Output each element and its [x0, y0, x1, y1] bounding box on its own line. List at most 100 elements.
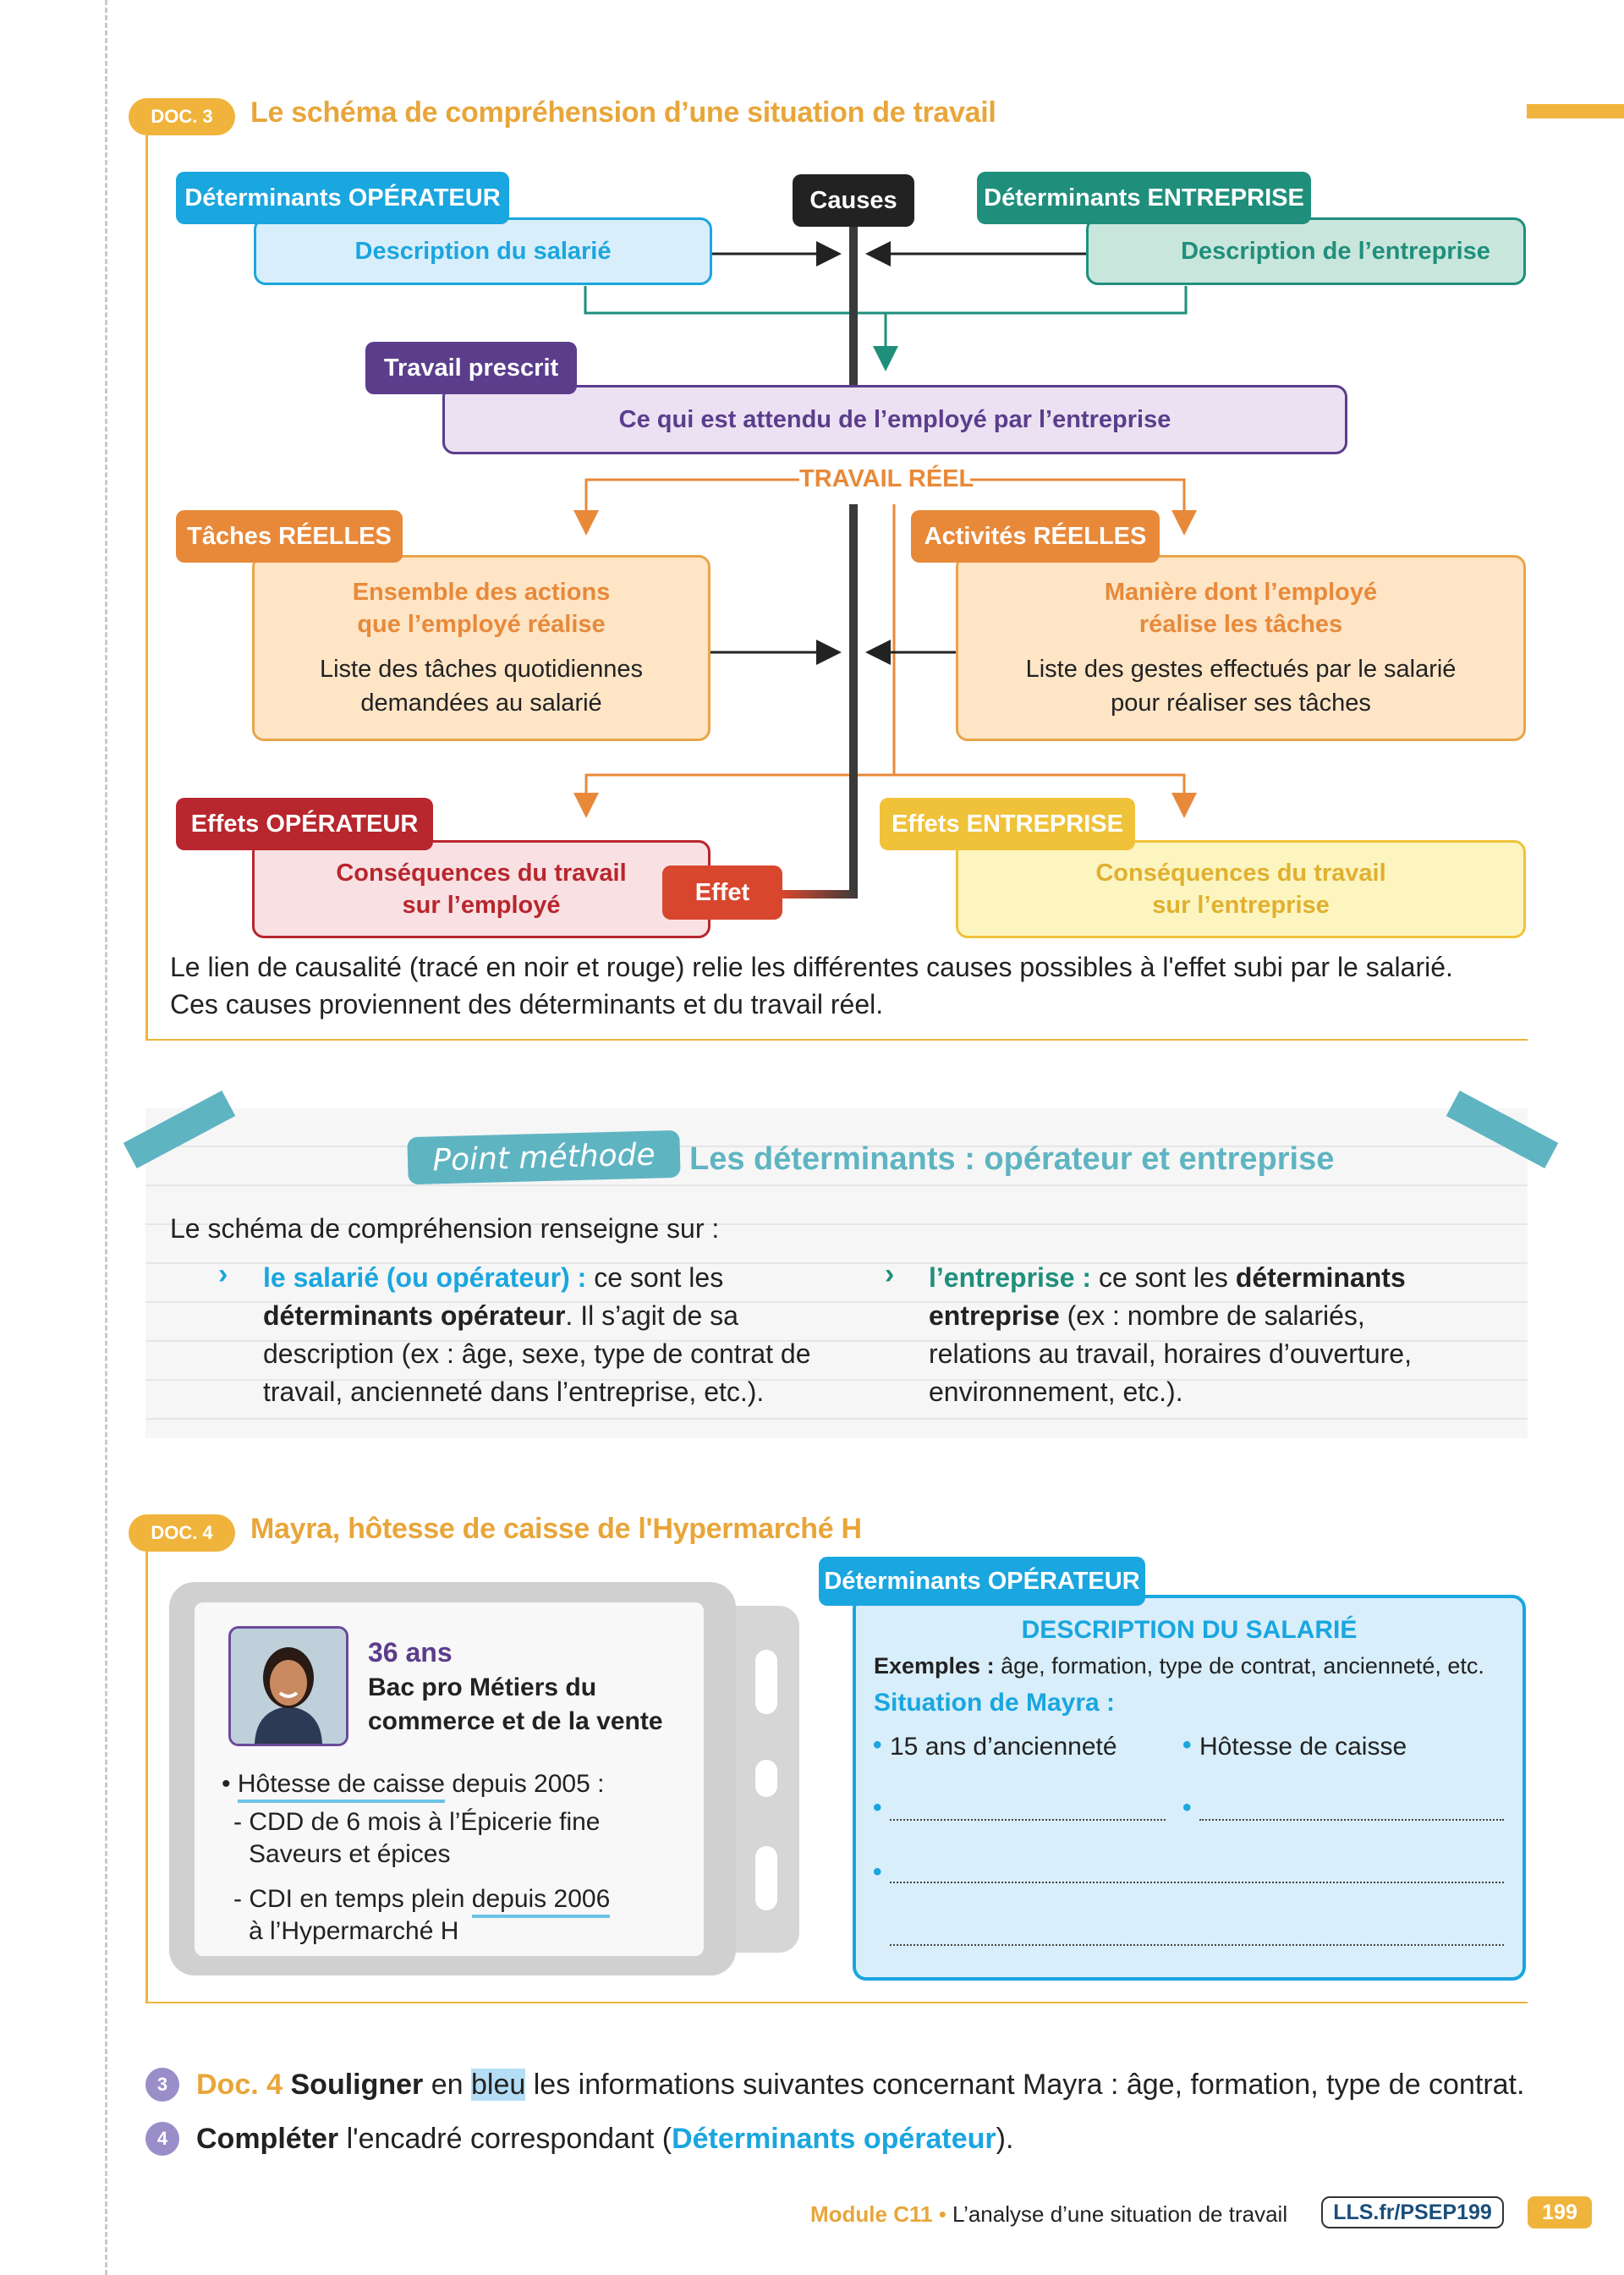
travail-reel-label: TRAVAIL RÉEL: [799, 465, 974, 492]
desc-entreprise-box: Description de l’entreprise: [1086, 217, 1526, 285]
clip-hole: [755, 1650, 777, 1714]
clip-hole: [755, 1760, 777, 1797]
question-4: Compléter l'encadré correspondant (Déter…: [196, 2123, 1013, 2156]
methode-right-bold2: entreprise: [929, 1300, 1060, 1331]
bullet-icon: •: [873, 1731, 882, 1759]
question-3: Doc. 4 Souligner en bleu les information…: [196, 2069, 1524, 2102]
methode-title: Les déterminants : opérateur et entrepri…: [689, 1141, 1335, 1177]
causality-diagram-lines: [573, 203, 1197, 907]
methode-right-line4: environnement, etc.).: [929, 1377, 1183, 1407]
question-3-rest: les informations suivantes concernant Ma…: [525, 2069, 1525, 2101]
clip-hole: [755, 1846, 777, 1910]
answer-line[interactable]: [890, 1944, 1504, 1946]
top-accent-bar: [1527, 104, 1624, 118]
methode-left-lead: le salarié (ou opérateur) :: [263, 1262, 587, 1293]
activites-reelles-tag: Activités RÉELLES: [911, 510, 1160, 563]
desc-salarie-title: DESCRIPTION DU SALARIÉ: [1021, 1616, 1358, 1644]
bullet-icon: •: [873, 1794, 882, 1822]
effets-operateur-box: Conséquences du travail sur l’employé: [252, 840, 710, 938]
methode-right-lead: l’entreprise :: [929, 1262, 1092, 1293]
desc-entreprise-text: Description de l’entreprise: [1181, 238, 1490, 265]
description-salarie-box: [853, 1595, 1526, 1981]
effets-entreprise-tag: Effets ENTREPRISE: [880, 798, 1135, 850]
effets-entreprise-box: Conséquences du travail sur l’entreprise: [956, 840, 1526, 938]
methode-left-line4: travail, ancienneté dans l’entreprise, e…: [263, 1377, 765, 1407]
question-3-pre: en: [423, 2069, 472, 2101]
taches-text-2: demandées au salarié: [360, 690, 602, 717]
activites-text-2: pour réaliser ses tâches: [1111, 690, 1371, 717]
mayra-hotesse: Hôtesse de caisse: [237, 1770, 445, 1803]
footer-sep: •: [932, 2201, 953, 2227]
det-operateur-tag: Déterminants OPÉRATEUR: [176, 172, 509, 224]
methode-right-text: l’entreprise : ce sont les déterminants …: [929, 1259, 1521, 1411]
exemples-text: âge, formation, type de contrat, ancienn…: [994, 1653, 1484, 1679]
methode-right-rest2: (ex : nombre de salariés,: [1059, 1300, 1365, 1331]
effet-tag: Effet: [662, 865, 782, 920]
desc-salarie-box: Description du salarié: [254, 217, 712, 285]
effets-ent-text-2: sur l’entreprise: [1152, 892, 1330, 919]
effets-op-text-1: Conséquences du travail: [336, 860, 627, 887]
doc3-title: Le schéma de compréhension d’une situati…: [250, 96, 996, 129]
chevron-right-icon: ›: [218, 1258, 228, 1290]
margin-dash-line: [105, 0, 107, 2275]
mayra-cdi-depuis: depuis 2006: [471, 1885, 611, 1918]
methode-intro: Le schéma de compréhension renseigne sur…: [170, 1213, 720, 1244]
methode-left-bold2: déterminants opérateur: [263, 1300, 566, 1331]
mayra-poste: • Hôtesse de caisse depuis 2005 :: [222, 1768, 605, 1803]
doc4-frame-left: [145, 1552, 148, 2003]
doc3-frame-left: [145, 135, 148, 1041]
taches-text-1: Liste des tâches quotidiennes: [319, 656, 644, 683]
doc4-label: DOC. 4: [129, 1514, 235, 1552]
effets-op-text-2: sur l’employé: [402, 892, 561, 919]
activites-title-2: réalise les tâches: [1138, 611, 1343, 638]
activites-text-1: Liste des gestes effectués par le salari…: [1025, 656, 1457, 683]
exemples-line: Exemples : âge, formation, type de contr…: [874, 1653, 1484, 1679]
question-3-doc: Doc. 4: [196, 2069, 283, 2101]
methode-left-line3: description (ex : âge, sexe, type de con…: [263, 1338, 811, 1369]
doc3-label: DOC. 3: [129, 98, 235, 135]
mayra-cdi-2: à l’Hypermarché H: [249, 1917, 459, 1945]
prescrit-text: Ce qui est attendu de l’employé par l’en…: [618, 406, 1171, 433]
answer-line[interactable]: [1199, 1819, 1504, 1821]
mayra-cdi-1: - CDI en temps plein depuis 2006: [233, 1883, 611, 1918]
page-number: 199: [1528, 2196, 1592, 2228]
effets-ent-text-1: Conséquences du travail: [1095, 860, 1386, 887]
det-operateur-tag-doc4: Déterminants OPÉRATEUR: [819, 1557, 1145, 1606]
footer-link[interactable]: LLS.fr/PSEP199: [1321, 2196, 1504, 2228]
bullet-icon: •: [1182, 1731, 1192, 1759]
taches-title-1: Ensemble des actions: [352, 579, 611, 606]
det-entreprise-tag: Déterminants ENTREPRISE: [977, 172, 1311, 224]
desc-salarie-text: Description du salarié: [354, 238, 612, 265]
question-3-highlight: bleu: [471, 2069, 526, 2101]
taches-title-2: que l’employé réalise: [357, 611, 606, 638]
mayra-cdd-1: - CDD de 6 mois à l’Épicerie fine: [233, 1808, 601, 1836]
answer-line[interactable]: [890, 1819, 1166, 1821]
methode-left-rest1: ce sont les: [586, 1262, 724, 1293]
mayra-formation-2: commerce et de la vente: [368, 1707, 663, 1735]
exemples-label: Exemples :: [874, 1653, 995, 1679]
activites-box: Manière dont l’employé réalise les tâche…: [956, 555, 1526, 741]
doc4-frame-bottom: [145, 2002, 1528, 2003]
answer-line[interactable]: [890, 1882, 1504, 1883]
methode-left-rest2: . Il s’agit de sa: [565, 1300, 738, 1331]
situation-label: Situation de Mayra :: [874, 1689, 1116, 1717]
question-number: 3: [145, 2068, 179, 2102]
mayra-avatar: [228, 1626, 348, 1746]
taches-box: Ensemble des actions que l’employé réali…: [252, 555, 710, 741]
bullet-icon: •: [873, 1858, 882, 1886]
doc3-caption-2: Ces causes proviennent des déterminants …: [170, 989, 884, 1019]
chevron-right-icon: ›: [885, 1258, 895, 1290]
footer-title: L’analyse d’une situation de travail: [952, 2201, 1288, 2227]
mayra-depuis-2005: depuis 2005 :: [444, 1770, 605, 1798]
causes-tag: Causes: [793, 174, 914, 227]
methode-right-rest1: ce sont les: [1091, 1262, 1236, 1293]
mayra-formation-1: Bac pro Métiers du: [368, 1673, 597, 1701]
doc3-caption-1: Le lien de causalité (tracé en noir et r…: [170, 952, 1453, 982]
question-4-verb: Compléter: [196, 2123, 339, 2155]
question-number: 4: [145, 2122, 179, 2156]
taches-reelles-tag: Tâches RÉELLES: [176, 510, 403, 563]
travail-prescrit-tag: Travail prescrit: [365, 342, 577, 394]
footer-module-label: Module C11: [810, 2201, 933, 2227]
activites-title-1: Manière dont l’employé: [1104, 579, 1378, 606]
doc4-title: Mayra, hôtesse de caisse de l'Hypermarch…: [250, 1513, 862, 1545]
